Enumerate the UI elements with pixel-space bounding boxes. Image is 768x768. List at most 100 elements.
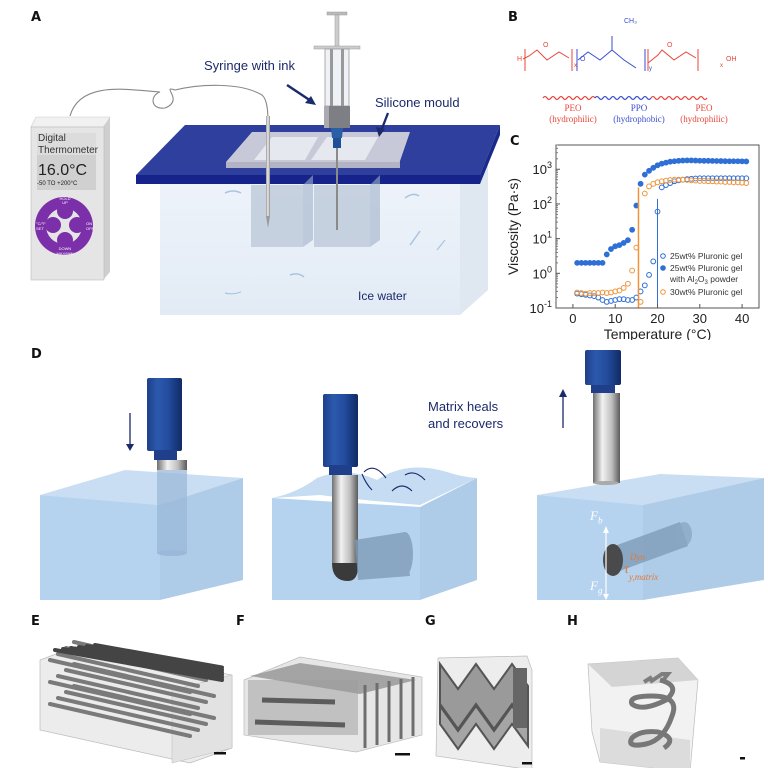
chem-h: H	[517, 56, 523, 63]
data-point	[641, 171, 648, 178]
data-point	[701, 178, 707, 184]
wavy-peo-right	[650, 95, 708, 101]
data-point	[734, 179, 741, 186]
nozzle-1	[147, 378, 187, 556]
thermometer-btn-right-label: ON OFF	[86, 221, 94, 231]
scale-bar-h	[740, 757, 745, 760]
structure-g-zigzag	[435, 655, 533, 768]
structure-e-rods	[39, 640, 233, 764]
data-point	[705, 178, 712, 185]
force-b-symbol: F	[590, 508, 598, 523]
thermometer-range: -50 TO +200°C	[37, 181, 78, 187]
panel-label-h: H	[567, 614, 578, 629]
force-g-sub: g	[597, 585, 603, 596]
data-point	[646, 183, 652, 190]
thermometer-btn-bottom-label: DOWN MAX/MIN	[52, 246, 78, 256]
data-point	[675, 176, 682, 183]
btn-top-l2: UP	[62, 200, 68, 205]
mould-arrow	[379, 112, 390, 132]
label-silicone-mould: Silicone mould	[375, 95, 460, 110]
button-set	[45, 217, 61, 233]
data-point	[637, 180, 644, 187]
nozzle-2	[323, 394, 413, 581]
data-point	[709, 178, 716, 185]
legend-marker	[660, 265, 666, 271]
data-point	[692, 177, 699, 184]
data-point	[603, 290, 610, 296]
data-point	[667, 177, 674, 183]
legend-label: 25wt% Pluronic gel	[670, 251, 742, 261]
data-point	[726, 179, 733, 185]
thermometer-btn-left-label: °C/°F SET	[36, 221, 46, 231]
rod-top	[85, 644, 224, 672]
panel-label-f: F	[236, 614, 245, 629]
data-point	[624, 297, 631, 303]
rod	[64, 690, 208, 726]
data-point	[650, 164, 657, 171]
data-point	[663, 177, 669, 184]
rod-top	[93, 643, 224, 670]
data-point	[641, 282, 648, 289]
scale-bar-g	[522, 762, 532, 765]
wavy-peo-left	[542, 95, 596, 101]
cover-plate-front	[136, 175, 480, 184]
data-point	[629, 297, 636, 303]
data-point	[599, 289, 606, 296]
force-g-symbol: F	[590, 578, 598, 593]
legend-marker	[660, 253, 666, 259]
force-gravity-label: Fg	[590, 578, 602, 596]
x-tick-label: 0	[569, 311, 576, 326]
data-point	[624, 237, 631, 244]
tau-sub: y,matrix	[629, 571, 659, 582]
button-down	[57, 232, 73, 248]
panel-d-printing-illustration	[40, 350, 764, 600]
block-label-peo-left: PEO (hydrophilic)	[538, 103, 608, 125]
data-point	[624, 280, 631, 287]
chem-o1: O	[543, 42, 549, 49]
syringe-icon	[313, 11, 361, 230]
heal-arrows	[361, 467, 426, 492]
btn-left-l2: SET	[36, 226, 44, 231]
panel-label-e: E	[31, 614, 40, 629]
panel-label-g: G	[425, 614, 436, 629]
label-ice-water: Ice water	[358, 289, 407, 303]
data-point	[713, 178, 720, 185]
mould-chamber-left	[251, 185, 303, 247]
rod	[48, 702, 192, 738]
matrix-box-3	[537, 474, 764, 600]
y-tick-label: 100	[533, 264, 552, 281]
thermometer-title-1: Digital	[38, 133, 66, 144]
x-axis-label: Temperature (°C)	[604, 326, 712, 340]
thermometer-probe	[266, 116, 270, 216]
heal-line-2: and recovers	[428, 416, 504, 431]
scale-bar-e	[214, 752, 226, 755]
x-tick-label: 20	[650, 311, 664, 326]
data-point	[743, 180, 750, 186]
data-point	[658, 178, 665, 185]
data-point	[616, 287, 623, 294]
matrix-box-2	[272, 467, 477, 600]
chem-x2: x	[720, 63, 723, 69]
panel-label-a: A	[31, 10, 42, 25]
data-point	[734, 175, 741, 182]
data-point	[646, 271, 652, 278]
tau-sup: Dyn	[630, 552, 646, 562]
btn-left-l1: °C/°F	[36, 221, 46, 226]
lattice-strand	[254, 719, 346, 728]
matrix-box-1	[40, 470, 243, 600]
thermometer-btn-top-label: HOLD UP	[56, 197, 74, 205]
thermometer-title-2: Thermometer	[38, 145, 99, 156]
panel-b-chemical-structure	[522, 36, 708, 101]
scale-bar-f	[395, 753, 410, 756]
structure-h-helix	[587, 657, 745, 768]
mould-chamber-right	[314, 185, 370, 247]
legend-label-line2: with Al2O3 powder	[669, 274, 738, 286]
panel-label-b: B	[508, 10, 518, 25]
rod	[56, 696, 200, 732]
legend-label: 30wt% Pluronic gel	[670, 287, 742, 297]
data-point	[730, 179, 737, 186]
block-desc: (hydrophobic)	[613, 114, 665, 124]
heal-line-1: Matrix heals	[428, 399, 499, 414]
data-point	[718, 178, 724, 185]
y-tick-label: 10-1	[530, 299, 552, 316]
